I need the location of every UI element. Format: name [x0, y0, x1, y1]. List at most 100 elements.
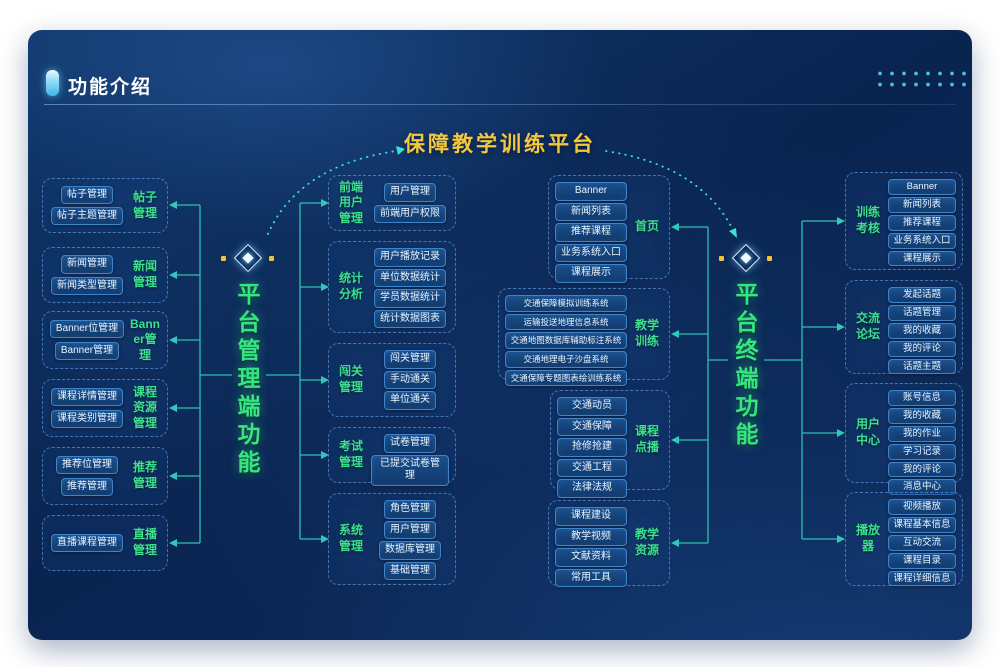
item-box: 闯关管理 [384, 350, 436, 369]
item-box: 交通工程 [557, 458, 627, 477]
group-items: 闯关管理手动通关单位通关 [371, 349, 449, 411]
item-box: 课程详情管理 [51, 387, 123, 407]
header-divider [44, 104, 956, 105]
item-box: 抢修抢建 [557, 438, 627, 457]
item-box: 我的评论 [888, 461, 956, 478]
group-label: Banner管理 [130, 316, 160, 362]
group-label: 新闻管理 [132, 259, 157, 289]
group-items: 直播课程管理 [49, 521, 125, 565]
item-box: 话题主题 [888, 358, 956, 375]
group-system-mgmt: 系统管理 角色管理用户管理数据库管理基础管理 [328, 493, 456, 585]
item-box: 我的收藏 [888, 322, 956, 339]
group-items: 账号信息我的收藏我的作业学习记录我的评论消息中心 [888, 389, 956, 496]
group-live-mgmt: 直播课程管理 直播管理 [42, 515, 168, 571]
group-items: 角色管理用户管理数据库管理基础管理 [371, 499, 449, 580]
item-box: 新闻管理 [61, 255, 113, 274]
item-box: 学员数据统计 [374, 289, 446, 308]
item-box: 帖子管理 [61, 185, 113, 205]
group-items: 帖子管理帖子主题管理 [49, 184, 125, 227]
item-box: 交通动员 [557, 397, 627, 416]
item-box: 用户管理 [384, 183, 436, 202]
item-box: 课程目录 [888, 552, 956, 569]
platform-root-title: 保障教学训练平台 [404, 133, 596, 156]
item-box: 基础管理 [384, 561, 436, 580]
item-box: 新闻列表 [888, 196, 956, 213]
group-course-resource-mgmt: 课程详情管理课程类别管理 课程资源管理 [42, 379, 168, 437]
group-teaching-resources: 课程建设教学视频文献资料常用工具 教学资源 [548, 500, 670, 587]
group-label: 用户中心 [855, 417, 880, 447]
item-box: 我的评论 [888, 340, 956, 357]
section-marker-icon [46, 70, 59, 96]
item-box: 单位数据统计 [374, 268, 446, 287]
item-box: 推荐课程 [888, 214, 956, 231]
group-label: 直播管理 [132, 527, 157, 557]
item-box: 新闻类型管理 [51, 276, 123, 295]
item-box: 已提交试卷管理 [371, 454, 449, 486]
group-items: 课程建设教学视频文献资料常用工具 [555, 506, 627, 587]
item-box: 试卷管理 [384, 434, 436, 453]
item-box: 文献资料 [555, 548, 627, 567]
group-label: 考试管理 [338, 439, 363, 469]
group-label: 首页 [634, 219, 659, 234]
group-post-mgmt: 帖子管理帖子主题管理 帖子管理 [42, 178, 168, 233]
group-label: 推荐管理 [132, 460, 157, 490]
group-items: 用户播放记录单位数据统计学员数据统计统计数据图表 [371, 247, 449, 328]
item-box: 课程展示 [888, 250, 956, 267]
item-box: 互动交流 [888, 534, 956, 551]
item-box: 新闻列表 [555, 202, 627, 221]
group-stats-analysis: 统计分析 用户播放记录单位数据统计学员数据统计统计数据图表 [328, 241, 456, 333]
item-box: 交通保障专题图表绘训练系统 [505, 369, 627, 387]
item-box: 统计数据图表 [374, 309, 446, 328]
item-box: 学习记录 [888, 443, 956, 460]
group-user-center: 用户中心 账号信息我的收藏我的作业学习记录我的评论消息中心 [845, 383, 963, 496]
left-branch-diamond-icon [233, 243, 263, 273]
item-box: 角色管理 [384, 500, 436, 519]
item-box: 交通地图数据库辅助标注系统 [505, 332, 627, 349]
item-box: 用户播放记录 [374, 248, 446, 267]
item-box: 我的作业 [888, 425, 956, 442]
item-box: 话题管理 [888, 304, 956, 321]
group-label: 课程点播 [634, 424, 659, 454]
group-teaching-training: 交通保障模拟训练系统运输投送地理信息系统交通地图数据库辅助标注系统交通地理电子沙… [498, 288, 670, 387]
item-box: 直播课程管理 [51, 533, 123, 553]
group-label: 播放器 [855, 523, 880, 553]
group-exam-mgmt: 考试管理 试卷管理已提交试卷管理 [328, 427, 456, 486]
item-box: 手动通关 [384, 370, 436, 390]
yellow-dot-decoration [719, 256, 724, 261]
group-label: 闯关管理 [338, 364, 363, 394]
group-label: 教学训练 [634, 318, 659, 348]
item-box: 运输投送地理信息系统 [505, 313, 627, 331]
item-box: Banner [888, 179, 956, 195]
group-label: 教学资源 [634, 527, 659, 557]
page-title: 功能介绍 [68, 77, 153, 98]
item-box: Banner [555, 182, 627, 201]
item-box: 账号信息 [888, 390, 956, 406]
item-box: 交通地理电子沙盘系统 [505, 350, 627, 368]
group-items: 交通保障模拟训练系统运输投送地理信息系统交通地图数据库辅助标注系统交通地理电子沙… [505, 294, 627, 387]
item-box: 交通保障 [557, 417, 627, 436]
item-box: 业务系统入口 [555, 243, 627, 262]
group-label: 帖子管理 [132, 189, 157, 220]
item-box: 推荐管理 [61, 477, 113, 497]
group-frontend-user-mgmt: 前端用户管理 用户管理前端用户权限 [328, 175, 456, 231]
group-player: 播放器 视频播放课程基本信息互动交流课程目录课程详细信息 [845, 492, 963, 587]
item-box: 发起话题 [888, 287, 956, 303]
item-box: 课程建设 [555, 507, 627, 526]
group-items: 课程详情管理课程类别管理 [49, 385, 125, 431]
item-box: 业务系统入口 [888, 232, 956, 249]
item-box: 法律法规 [557, 479, 627, 498]
group-level-mgmt: 闯关管理 闯关管理手动通关单位通关 [328, 343, 456, 417]
group-items: 新闻管理新闻类型管理 [49, 253, 125, 297]
group-label: 系统管理 [338, 523, 363, 553]
yellow-dot-decoration [767, 256, 772, 261]
group-items: 发起话题话题管理我的收藏我的评论话题主题 [888, 286, 956, 375]
yellow-dot-decoration [221, 256, 226, 261]
dots-decoration [874, 68, 966, 92]
group-items: 交通动员交通保障抢修抢建交通工程法律法规 [557, 396, 627, 498]
group-course-vod: 交通动员交通保障抢修抢建交通工程法律法规 课程点播 [550, 390, 670, 498]
